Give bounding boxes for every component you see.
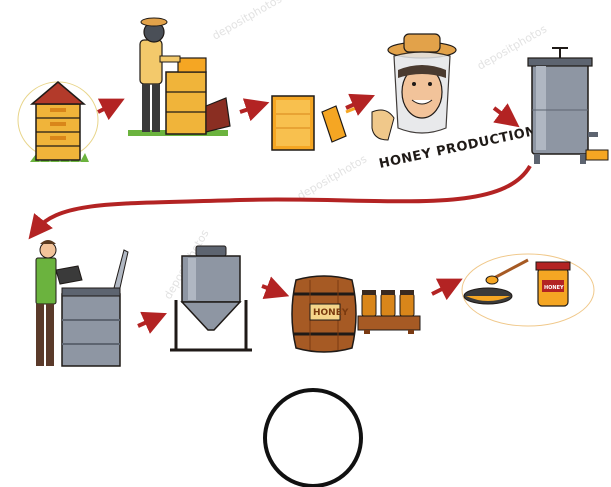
- honeycomb-frames-illustration: [272, 96, 356, 150]
- flow-arrow: [240, 106, 258, 112]
- settling-tank-illustration: [170, 246, 252, 350]
- beekeeper-portrait-illustration: [372, 34, 456, 140]
- beehive-illustration: [18, 82, 98, 162]
- flow-arrow: [138, 318, 156, 326]
- empty-circle: [265, 390, 361, 486]
- flow-arrow-curved: [36, 166, 530, 230]
- honey-barrel-illustration: HONEY: [292, 276, 356, 352]
- diagram-caption: HONEY PRODUCTION: [378, 124, 538, 172]
- flow-arrow: [494, 108, 510, 120]
- jar-label: HONEY: [544, 285, 564, 291]
- honey-dipper-illustration: HONEY: [462, 254, 594, 326]
- watermark: depositphotos: [210, 0, 284, 43]
- flow-arrow: [432, 284, 452, 294]
- honey-extractor-illustration: [528, 48, 608, 164]
- watermark: depositphotos: [295, 152, 369, 202]
- uncapping-frames-illustration: [36, 240, 128, 366]
- flow-arrow: [262, 286, 278, 292]
- honey-jars-illustration: [358, 290, 420, 334]
- barrel-label: HONEY: [313, 308, 349, 318]
- flow-arrow: [98, 104, 114, 112]
